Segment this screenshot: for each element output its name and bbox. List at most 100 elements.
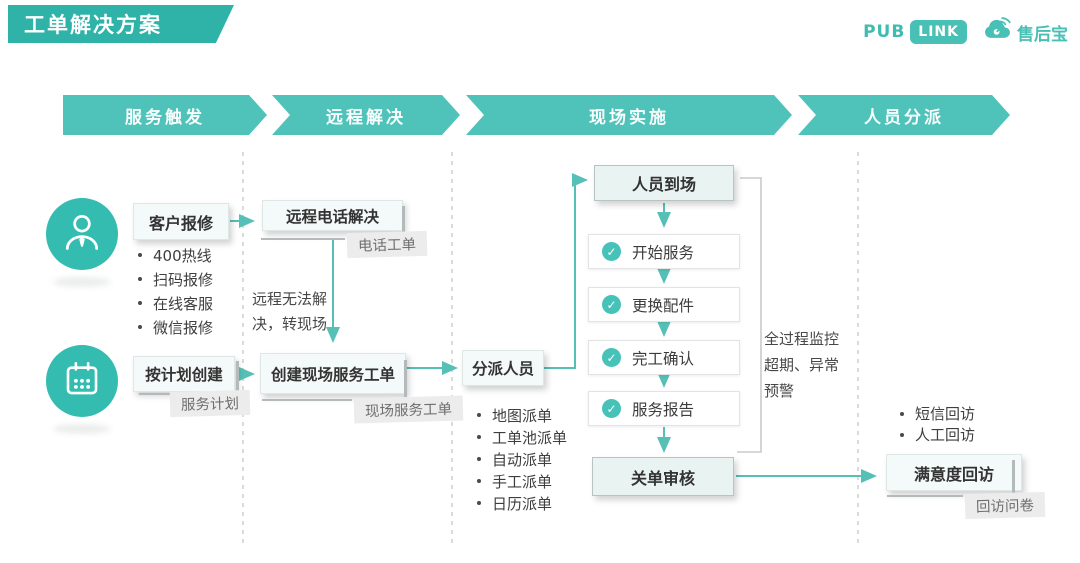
tag-service-plan: 服务计划 (169, 389, 251, 418)
accent-underline (887, 495, 963, 497)
list-item: 在线客服 (138, 291, 213, 315)
dispatch-method-label: 自动派单 (492, 450, 553, 469)
list-item: 微信报修 (138, 315, 213, 339)
list-item: 扫码报修 (138, 267, 213, 291)
check-icon: ✓ (602, 295, 621, 314)
circle-reflection (53, 424, 111, 434)
list-item: 400热线 (138, 243, 213, 267)
publink-logo: PUB LINK (863, 20, 967, 44)
tag-phone-ticket: 电话工单 (346, 230, 428, 259)
flow-box-label: 满意度回访 (913, 464, 994, 484)
calendar-icon (61, 358, 103, 404)
bullet-dot (477, 501, 481, 505)
list-item: 短信回访 (900, 403, 975, 424)
link-logo-badge: LINK (910, 20, 967, 44)
fallback-note-text: 远程无法解决，转现场 (252, 290, 328, 333)
page-title: 工单解决方案 (8, 5, 234, 43)
stage-banner-staff-dispatch: 人员分派 (798, 95, 1010, 135)
flow-box-satisfaction: 满意度回访 (886, 454, 1022, 491)
page-title-text: 工单解决方案 (24, 13, 162, 37)
list-item: 工单池派单 (477, 426, 567, 448)
bullet-dot (138, 325, 142, 329)
accent-tick (404, 360, 407, 400)
list-item: 人工回访 (900, 424, 975, 445)
monitor-note: 全过程监控 超期、异常 预警 (764, 300, 839, 404)
accent-underline (262, 399, 352, 401)
list-item: 自动派单 (477, 448, 567, 470)
accent-tick (1012, 460, 1015, 496)
flow-box-arrive: 人员到场 (594, 165, 734, 201)
step-box-start-service: ✓ 开始服务 (588, 234, 740, 269)
bullet-dot (477, 435, 481, 439)
bullet-dot (138, 301, 142, 305)
step-box-replace-parts: ✓ 更换配件 (588, 287, 740, 322)
stage-label: 人员分派 (864, 107, 944, 128)
plan-circle (46, 345, 118, 417)
shouhoubao-logo-text: 售后宝 (1017, 24, 1068, 45)
flow-box-label: 客户报修 (148, 213, 213, 233)
dispatch-method-label: 地图派单 (492, 406, 553, 425)
bullet-dot (138, 253, 142, 257)
accent-underline (261, 238, 345, 240)
flow-box-label: 远程电话解决 (285, 207, 379, 226)
bullet-dot (477, 479, 481, 483)
accent-tick (402, 206, 405, 240)
channel-label: 在线客服 (153, 294, 214, 313)
bullet-dot (900, 411, 904, 416)
stage-label: 现场实施 (589, 107, 669, 128)
cloud-wrench-icon (981, 16, 1013, 48)
circle-reflection (53, 277, 111, 287)
monitor-bracket (737, 177, 762, 453)
review-method-label: 短信回访 (915, 405, 976, 423)
flow-box-label: 人员到场 (631, 175, 696, 194)
bullet-dot (138, 277, 142, 281)
accent-underline (139, 393, 173, 395)
bullet-dot (900, 432, 904, 437)
person-icon (60, 210, 104, 258)
stage-banner-remote-resolve: 远程解决 (272, 95, 460, 135)
tag-questionnaire: 回访问卷 (964, 491, 1046, 520)
stage-label: 远程解决 (326, 107, 406, 128)
flow-box-remote-phone: 远程电话解决 (262, 200, 403, 231)
flow-box-dispatch: 分派人员 (462, 350, 544, 386)
stage-banner-onsite-implement: 现场实施 (466, 95, 792, 135)
step-label: 服务报告 (632, 400, 695, 419)
monitor-note-text: 全过程监控 超期、异常 预警 (764, 330, 840, 400)
dispatch-method-label: 工单池派单 (492, 428, 568, 447)
flow-box-plan-create: 按计划创建 (133, 356, 235, 392)
stage-label: 服务触发 (125, 107, 205, 128)
step-box-service-report: ✓ 服务报告 (588, 391, 740, 426)
stage-banner-service-trigger: 服务触发 (63, 95, 267, 135)
customer-circle (46, 198, 118, 270)
tag-label: 电话工单 (357, 237, 417, 255)
shouhoubao-logo: 售后宝 (981, 16, 1068, 48)
flow-box-label: 关单审核 (630, 468, 695, 488)
step-label: 完工确认 (632, 349, 695, 368)
step-label: 更换配件 (632, 296, 695, 315)
step-label: 开始服务 (632, 243, 695, 262)
dispatch-method-label: 手工派单 (492, 472, 553, 491)
list-item: 手工派单 (477, 470, 567, 492)
channel-label: 400热线 (153, 246, 212, 265)
check-icon: ✓ (602, 348, 621, 367)
review-method-list: 短信回访 人工回访 (900, 403, 975, 445)
dispatch-method-list: 地图派单 工单池派单 自动派单 手工派单 日历派单 (477, 404, 567, 514)
accent-tick (236, 361, 239, 394)
tag-label: 服务计划 (180, 396, 240, 414)
check-icon: ✓ (602, 242, 621, 261)
dispatch-method-label: 日历派单 (492, 494, 553, 513)
flow-box-customer-report: 客户报修 (133, 203, 229, 240)
channel-label: 扫码报修 (153, 270, 214, 289)
flow-box-label: 按计划创建 (145, 366, 223, 384)
tag-onsite-order: 现场服务工单 (353, 395, 464, 424)
customer-channel-list: 400热线 扫码报修 在线客服 微信报修 (138, 243, 213, 339)
arrow-dispatch-to-arrive (544, 173, 588, 369)
bullet-dot (477, 457, 481, 461)
bullet-dot (477, 413, 481, 417)
flow-box-close-review: 关单审核 (592, 457, 734, 496)
tag-label: 现场服务工单 (364, 401, 453, 421)
pub-logo-text: PUB (863, 22, 906, 42)
flow-box-create-order: 创建现场服务工单 (260, 353, 406, 394)
